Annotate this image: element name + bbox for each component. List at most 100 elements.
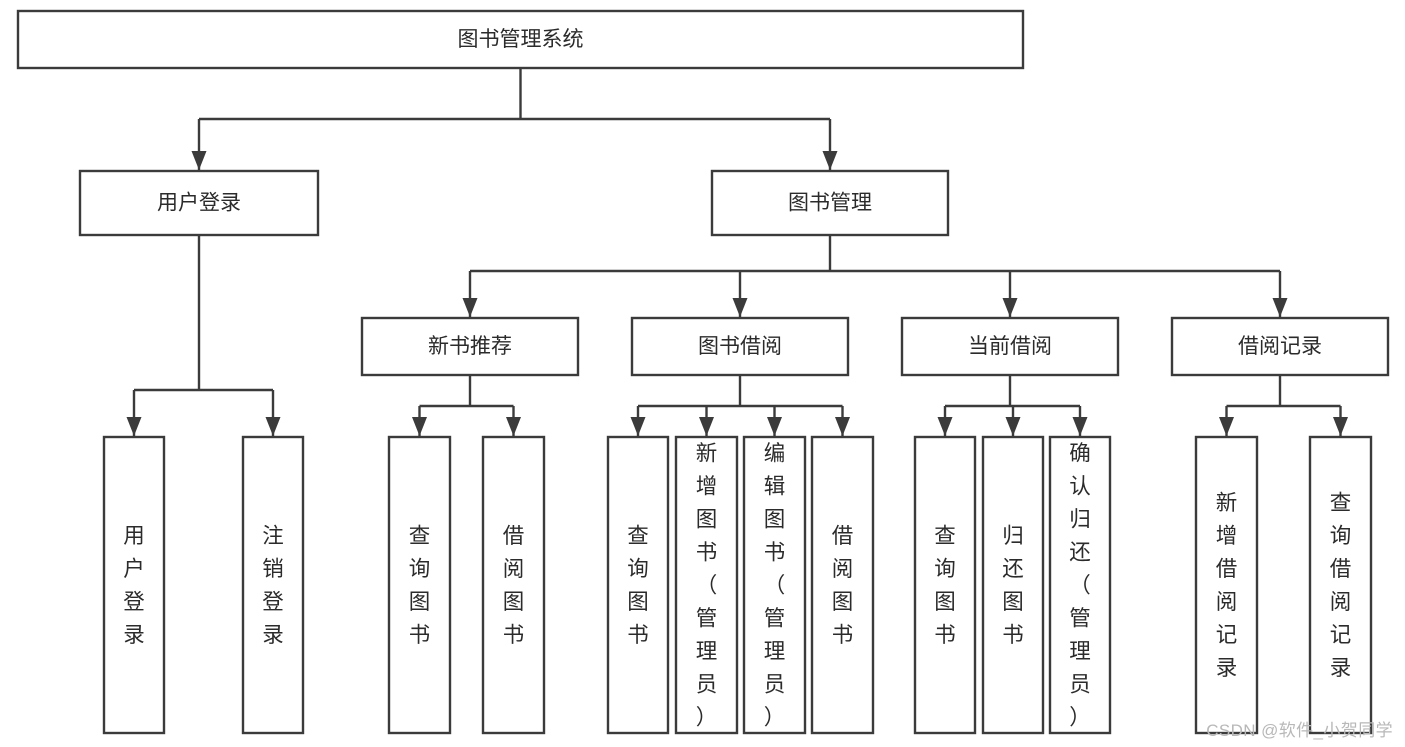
- leaf-label-char: 归: [1002, 524, 1024, 548]
- level3-node-borrow-record[interactable]: 借阅记录: [1170, 316, 1390, 377]
- leaf-label-char: 还: [1069, 541, 1091, 565]
- leaf-label-char: 图: [696, 508, 718, 532]
- leaf-label-char: 书: [1002, 623, 1024, 647]
- node-label: 图书借阅: [698, 335, 782, 358]
- leaf-label-char: （: [696, 574, 718, 598]
- leaf-label-char: 还: [1002, 557, 1024, 581]
- node-label: 图书管理系统: [458, 28, 584, 51]
- node-label: 当前借阅: [968, 335, 1052, 358]
- leaf-label-char: 记: [1330, 623, 1352, 647]
- leaf-label-char: 销: [262, 557, 284, 581]
- leaf-label-char: ）: [764, 706, 786, 730]
- leaf-node-leaf-user-login[interactable]: 用户登录: [102, 435, 166, 735]
- arrow-head-icon: [1005, 417, 1021, 436]
- arrow-head-icon: [462, 298, 478, 317]
- arrow-head-icon: [822, 151, 838, 170]
- leaf-label-char: 增: [1216, 524, 1238, 548]
- leaf-label-char: 阅: [1216, 590, 1238, 614]
- leaf-label-char: 理: [696, 640, 718, 664]
- leaf-label-char: 查: [934, 524, 956, 548]
- leaf-label-char: 图: [409, 590, 431, 614]
- leaf-label-char: 确: [1069, 442, 1091, 466]
- leaf-label-char: 图: [503, 590, 525, 614]
- leaf-label-char: 书: [627, 623, 649, 647]
- arrow-head-icon: [1272, 298, 1288, 317]
- level2-node-user-login[interactable]: 用户登录: [78, 169, 320, 237]
- arrow-head-icon: [1002, 298, 1018, 317]
- leaf-label-char: 员: [764, 673, 786, 697]
- node-label: 借阅记录: [1238, 335, 1322, 358]
- leaf-label-char: 员: [696, 673, 718, 697]
- leaf-label-char: 借: [1330, 557, 1352, 581]
- arrow-head-icon: [835, 417, 850, 436]
- arrow-head-icon: [506, 417, 521, 436]
- leaf-label-char: （: [764, 574, 786, 598]
- leaf-label-char: 用: [123, 524, 145, 548]
- leaf-label-char: 图: [627, 590, 649, 614]
- leaf-label-char: 增: [696, 475, 718, 499]
- leaf-label-char: 书: [832, 623, 854, 647]
- leaf-label-char: 书: [764, 541, 786, 565]
- leaf-label-char: 新: [696, 442, 718, 466]
- leaf-label-char: 新: [1216, 491, 1238, 515]
- leaf-label-char: 阅: [503, 557, 525, 581]
- leaf-label-char: 借: [832, 524, 854, 548]
- leaf-label-char: 注: [262, 524, 284, 548]
- arrow-head-icon: [412, 417, 427, 436]
- leaf-label-char: 查: [1330, 491, 1352, 515]
- leaf-label-char: 辑: [764, 475, 786, 499]
- leaf-label-char: 图: [832, 590, 854, 614]
- leaf-label-char: 书: [696, 541, 718, 565]
- level3-node-book-borrow[interactable]: 图书借阅: [630, 316, 850, 377]
- leaf-label-char: 户: [123, 557, 145, 581]
- leaf-label-char: 理: [764, 640, 786, 664]
- arrow-head-icon: [937, 417, 953, 436]
- arrow-head-icon: [126, 417, 142, 436]
- leaf-label-char: 员: [1069, 673, 1091, 697]
- leaf-label-char: ）: [696, 706, 718, 730]
- leaf-label-char: （: [1069, 574, 1091, 598]
- leaf-label-char: 认: [1069, 475, 1091, 499]
- leaf-label-char: 归: [1069, 508, 1091, 532]
- leaf-label-char: 查: [627, 524, 649, 548]
- leaf-label-char: 管: [764, 607, 786, 631]
- leaf-label-char: 编: [764, 442, 786, 466]
- level3-node-new-book-rec[interactable]: 新书推荐: [360, 316, 580, 377]
- leaf-label-char: 图: [1002, 590, 1024, 614]
- leaf-label-char: 录: [1330, 656, 1352, 680]
- leaf-label-char: ）: [1069, 706, 1091, 730]
- level2-node-book-manage[interactable]: 图书管理: [710, 169, 950, 237]
- leaf-label-char: 登: [262, 590, 284, 614]
- leaf-label-char: 阅: [832, 557, 854, 581]
- watermark-label: CSDN @软件_小贺同学: [1206, 721, 1393, 740]
- leaf-label-char: 录: [1216, 656, 1238, 680]
- leaf-label-char: 管: [696, 607, 718, 631]
- leaf-label-char: 书: [503, 623, 525, 647]
- leaf-label-char: 书: [409, 623, 431, 647]
- arrow-head-icon: [630, 417, 646, 436]
- leaf-label-char: 查: [409, 524, 431, 548]
- arrow-head-icon: [699, 417, 714, 436]
- leaf-label-char: 阅: [1330, 590, 1352, 614]
- leaf-label-char: 询: [627, 557, 649, 581]
- level3-node-current-borrow[interactable]: 当前借阅: [900, 316, 1120, 377]
- leaf-label-char: 询: [934, 557, 956, 581]
- leaf-label-char: 书: [934, 623, 956, 647]
- node-label: 用户登录: [157, 192, 241, 215]
- arrow-head-icon: [1219, 417, 1234, 436]
- leaf-label-char: 录: [123, 623, 145, 647]
- root-node-system[interactable]: 图书管理系统: [16, 9, 1025, 70]
